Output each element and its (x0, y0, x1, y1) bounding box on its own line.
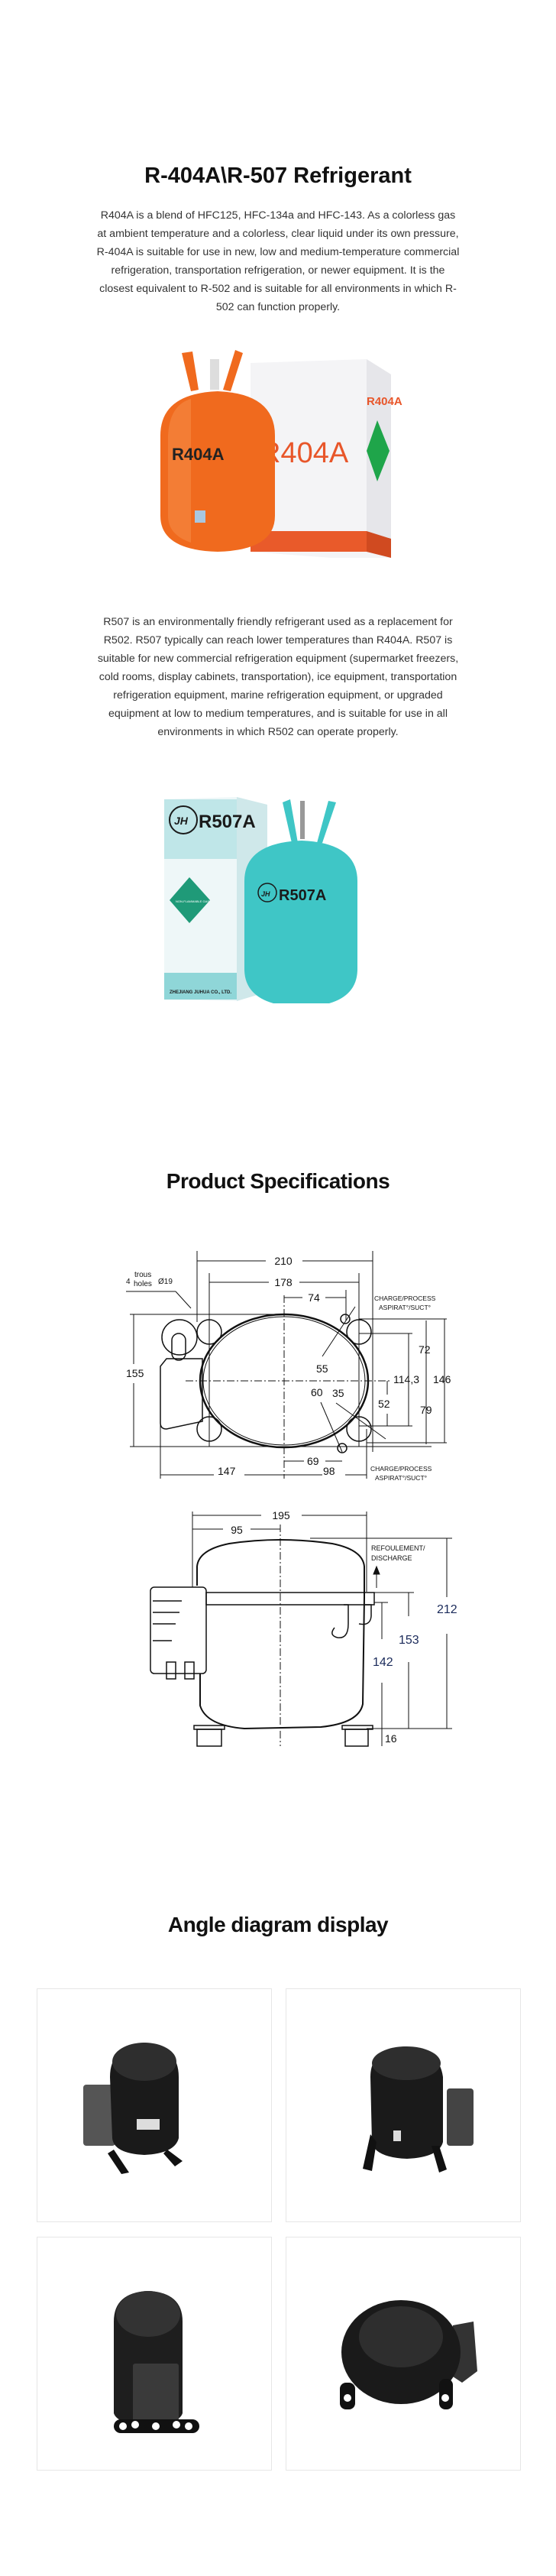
mounting-feet (193, 1725, 373, 1747)
svg-text:142: 142 (373, 1656, 393, 1669)
angle-image-4[interactable] (286, 2237, 521, 2471)
compressor-side-view-drawing: 195 95 REFOULEMENT/ DISCHARGE 212 153 14… (150, 1509, 457, 1747)
svg-text:146: 146 (433, 1373, 451, 1385)
svg-text:69: 69 (307, 1455, 319, 1467)
svg-text:REFOULEMENT/: REFOULEMENT/ (371, 1544, 425, 1552)
angles-title: Angle diagram display (167, 1913, 389, 1936)
svg-text:60: 60 (311, 1386, 323, 1398)
svg-text:R507A: R507A (279, 887, 326, 904)
r404a-description: R404A is a blend of HFC125, HFC-134a and… (96, 209, 460, 313)
compressor-top-view-drawing: 210 178 74 4 trous holes Ø19 CHARGE/PROC… (126, 1251, 451, 1482)
r507a-box: JH R507A NON-FLAMMABLE GAS ZHEJIANG JUHU… (164, 797, 267, 1001)
svg-text:212: 212 (437, 1603, 457, 1616)
svg-text:98: 98 (323, 1465, 335, 1477)
svg-text:JH: JH (174, 815, 189, 827)
r404a-box: R404A R404A (251, 359, 402, 558)
svg-text:holes: holes (134, 1280, 152, 1288)
svg-text:195: 195 (272, 1509, 290, 1521)
angle-image-2[interactable] (286, 1988, 521, 2222)
hazard-diamond-icon (170, 877, 210, 923)
compressor-front-right-image (363, 2046, 474, 2173)
mounting-feet (196, 1314, 372, 1453)
angle-image-1[interactable] (37, 1988, 272, 2222)
terminal-box (160, 1319, 203, 1430)
svg-text:CHARGE/PROCESS: CHARGE/PROCESS (370, 1465, 432, 1473)
compressor-top-image (340, 2300, 477, 2409)
specs-title: Product Specifications (166, 1169, 390, 1193)
svg-text:JH: JH (261, 890, 270, 898)
r507a-product-image: JH R507A NON-FLAMMABLE GAS ZHEJIANG JUHU… (164, 797, 357, 1003)
compressor-front-left-image (83, 2043, 183, 2174)
svg-text:178: 178 (274, 1276, 293, 1288)
svg-text:4: 4 (126, 1278, 131, 1286)
svg-text:DISCHARGE: DISCHARGE (371, 1554, 412, 1562)
svg-text:147: 147 (218, 1465, 236, 1477)
svg-text:79: 79 (420, 1404, 432, 1416)
page-title: R-404A\R-507 Refrigerant (144, 164, 412, 188)
svg-text:155: 155 (126, 1367, 144, 1379)
svg-text:R404A: R404A (367, 395, 402, 408)
r404a-cylinder: R404A (160, 350, 275, 552)
svg-text:16: 16 (385, 1732, 397, 1745)
angle-image-3[interactable] (37, 2237, 272, 2471)
svg-text:55: 55 (316, 1363, 328, 1375)
svg-text:NON-FLAMMABLE GAS: NON-FLAMMABLE GAS (176, 899, 209, 903)
svg-text:210: 210 (274, 1255, 293, 1267)
r507a-cylinder: JH R507A (244, 799, 357, 1003)
svg-text:ASPIRAT°/SUCT°: ASPIRAT°/SUCT° (379, 1304, 431, 1311)
svg-text:CHARGE/PROCESS: CHARGE/PROCESS (374, 1294, 436, 1302)
svg-text:72: 72 (419, 1343, 431, 1356)
svg-text:ZHEJIANG JUHUA CO., LTD.: ZHEJIANG JUHUA CO., LTD. (170, 990, 231, 995)
svg-text:ASPIRAT°/SUCT°: ASPIRAT°/SUCT° (375, 1474, 427, 1482)
r507-description: R507 is an environmentally friendly refr… (97, 616, 459, 738)
svg-text:153: 153 (399, 1634, 419, 1647)
svg-text:R404A: R404A (172, 445, 225, 464)
svg-text:114,3: 114,3 (393, 1373, 419, 1385)
svg-text:52: 52 (378, 1398, 390, 1410)
svg-text:trous: trous (134, 1271, 151, 1279)
terminal-box (150, 1586, 207, 1680)
compressor-side-image (114, 2291, 199, 2433)
svg-text:95: 95 (231, 1524, 243, 1536)
svg-text:Ø19: Ø19 (158, 1278, 173, 1286)
svg-text:74: 74 (308, 1291, 320, 1304)
svg-text:R507A: R507A (199, 812, 256, 832)
svg-text:35: 35 (332, 1387, 344, 1399)
hazard-diamond-icon (367, 420, 390, 481)
r404a-product-image: R404A R404A R404A (160, 350, 402, 558)
